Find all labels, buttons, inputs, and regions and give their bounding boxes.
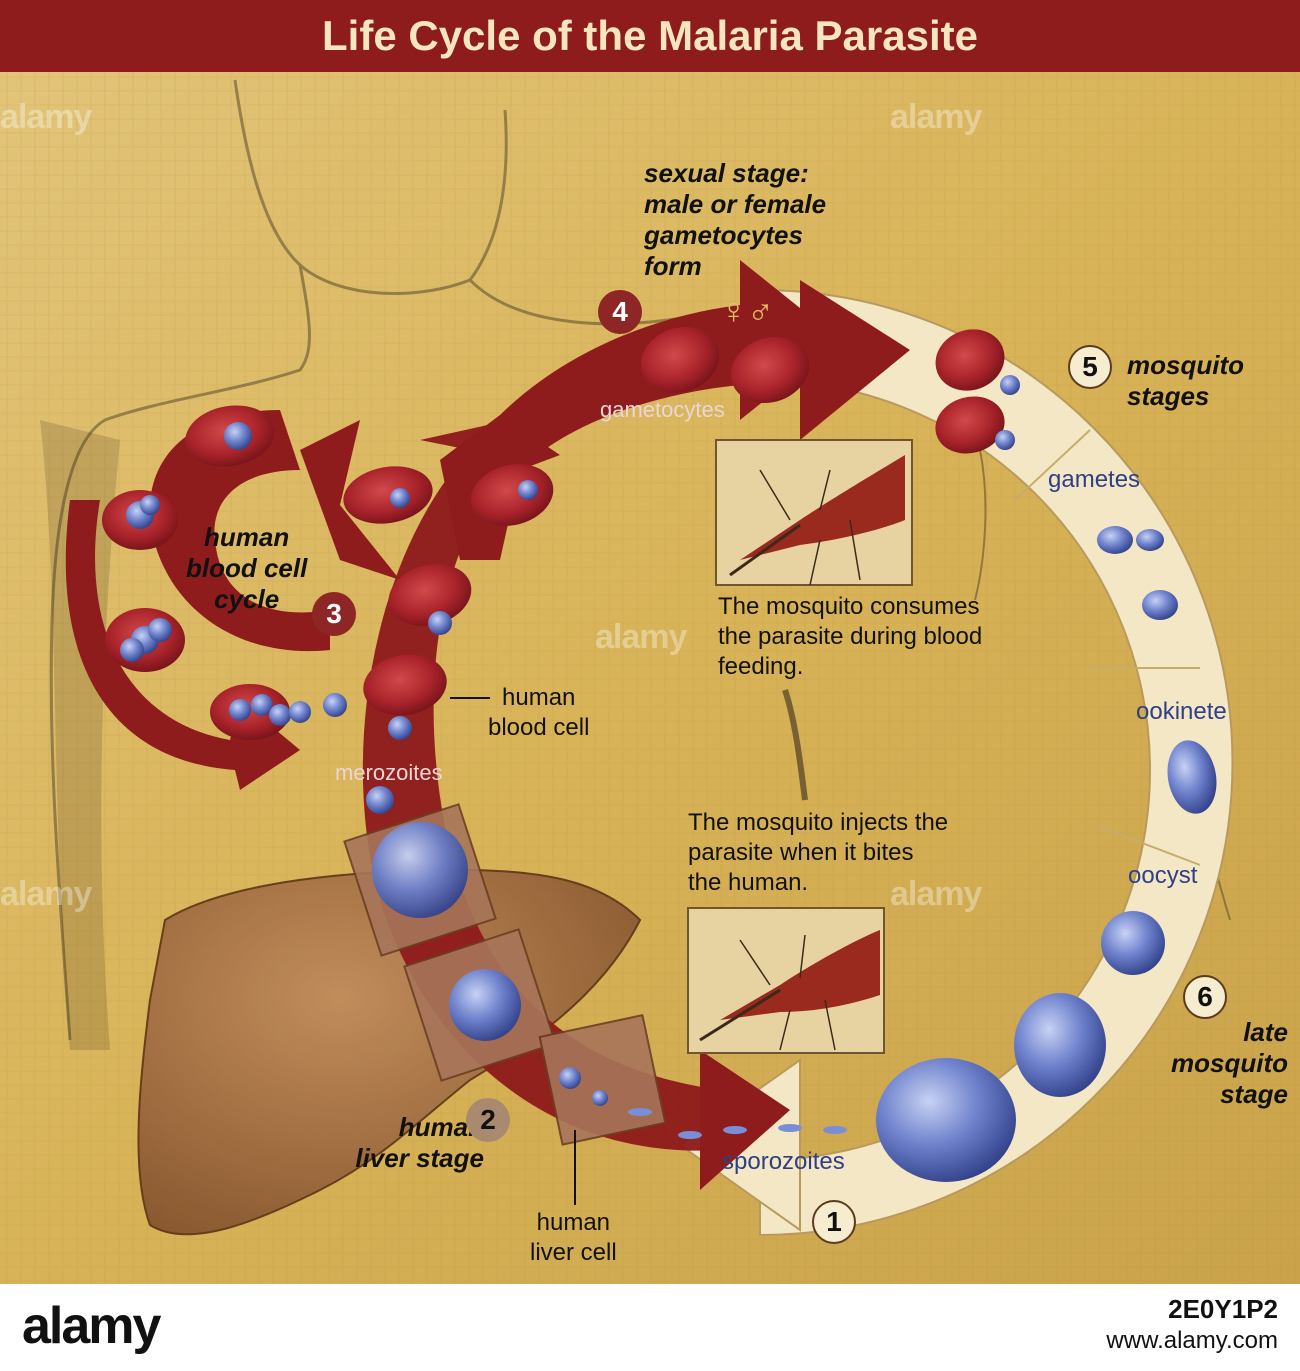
watermark: alamy — [0, 875, 92, 913]
gametes-shapes — [1097, 526, 1178, 620]
watermark: alamy — [595, 618, 687, 656]
blood-cell-cycle-arrow — [149, 410, 330, 652]
stage-3-label: human blood cell cycle — [186, 522, 308, 614]
gender-symbols: ♀♂ — [720, 290, 774, 331]
human-blood-cell-label: human blood cell — [488, 684, 590, 741]
gametes-label: gametes — [1048, 466, 1141, 493]
oocyst-label: oocyst — [1128, 862, 1198, 889]
ring-dividers — [1014, 429, 1201, 866]
stage-5-label: mosquito stages — [1127, 350, 1244, 411]
shading-left — [40, 420, 120, 1050]
footer-bar: alamy 2E0Y1P2 www.alamy.com — [0, 1284, 1300, 1371]
watermark: alamy — [890, 98, 982, 136]
title-bar: Life Cycle of the Malaria Parasite — [0, 0, 1300, 72]
oocyst-small — [1101, 911, 1165, 975]
ookinete-shape — [1167, 740, 1217, 814]
stage-6-label: late mosquito stage — [1171, 1017, 1288, 1109]
stage-4-label: sexual stage: male or female gametocytes… — [644, 158, 827, 281]
gametocytes-label: gametocytes — [600, 397, 725, 422]
footer-logo: alamy — [22, 1297, 161, 1355]
stage-5-badge: 5 — [1068, 345, 1112, 389]
watermark: alamy — [890, 875, 982, 913]
site-url: www.alamy.com — [1106, 1327, 1278, 1354]
stage-6-badge: 6 — [1183, 975, 1227, 1019]
diagram-canvas — [0, 72, 1300, 1284]
oocyst-large — [876, 1058, 1016, 1182]
stage-2-label: human liver stage — [355, 1112, 484, 1173]
watermark: alamy — [0, 98, 92, 136]
merozoites-label: merozoites — [335, 760, 443, 785]
page-title: Life Cycle of the Malaria Parasite — [322, 12, 978, 59]
stage-1-badge: 1 — [812, 1200, 856, 1244]
ookinete-label: ookinete — [1136, 698, 1227, 725]
stage-2-badge: 2 — [466, 1098, 510, 1142]
mosquito-feeding-inset — [715, 439, 913, 586]
image-id: 2E0Y1P2 — [1168, 1294, 1278, 1324]
split-arrow-left — [300, 420, 400, 580]
sporozoite-stream — [628, 1108, 847, 1139]
sporozoites-label: sporozoites — [722, 1148, 845, 1175]
mosquito-consumes-caption: The mosquito consumes the parasite durin… — [718, 593, 983, 680]
mosquito-injects-caption: The mosquito injects the parasite when i… — [688, 809, 949, 896]
stage-4-badge: 4 — [598, 290, 642, 334]
oocyst-mid — [1014, 993, 1106, 1097]
footer-image-id: 2E0Y1P2 www.alamy.com — [1106, 1292, 1278, 1356]
parasites-blue — [120, 375, 1020, 1106]
human-liver-cell-label: human liver cell — [530, 1209, 617, 1266]
stage-3-badge: 3 — [312, 592, 356, 636]
gametocyte-arrowhead — [800, 280, 910, 440]
mosquito-biting-inset — [687, 907, 885, 1054]
